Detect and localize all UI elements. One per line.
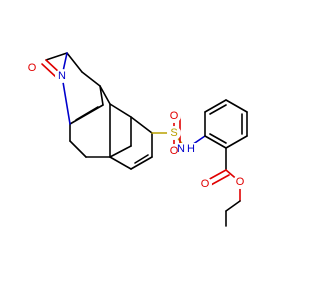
bond [225, 200, 241, 212]
bond [109, 145, 132, 158]
bond [81, 71, 101, 87]
atom-label-n: N [177, 143, 185, 155]
bond [204, 135, 227, 149]
bond [225, 99, 248, 113]
bond [75, 106, 99, 121]
atom-label: S [170, 127, 177, 139]
bond [41, 63, 57, 78]
bond [130, 156, 153, 170]
sulfur-atom: S [167, 126, 181, 140]
atom-label: O [236, 176, 245, 188]
bonds [41, 52, 248, 227]
atom-label: O [28, 62, 37, 74]
bond [204, 99, 227, 113]
bond [130, 116, 153, 134]
atom-labels: O N S O O N H O O [25, 61, 247, 191]
atom-label: N [58, 70, 66, 82]
bond [209, 133, 227, 144]
atom-label: O [170, 145, 179, 157]
atom-label: O [170, 110, 179, 122]
bond [69, 140, 87, 158]
bond [208, 174, 230, 187]
atom-label: O [201, 178, 210, 190]
ring-nitrogen-atom: N [55, 69, 69, 83]
lactam-oxygen-atom: O [25, 61, 39, 75]
sulfonyl-oxygen-top-atom: O [167, 109, 181, 123]
bond [109, 156, 132, 170]
bond [109, 103, 132, 118]
bond [225, 135, 248, 149]
bond [209, 104, 227, 115]
atom-label-h: H [187, 143, 195, 155]
bond [134, 154, 149, 164]
amide-nh-atom: N H [177, 143, 197, 157]
bond [45, 52, 68, 61]
bond [66, 52, 83, 73]
sulfonyl-oxygen-bottom-atom: O [167, 144, 181, 158]
bond [61, 75, 71, 125]
carbonyl-oxygen-atom: O [198, 177, 212, 191]
ester-oxygen-atom: O [233, 175, 247, 189]
molecule-structure: O N S O O N H O O [25, 52, 248, 227]
bond [99, 85, 104, 106]
bond [99, 85, 111, 105]
